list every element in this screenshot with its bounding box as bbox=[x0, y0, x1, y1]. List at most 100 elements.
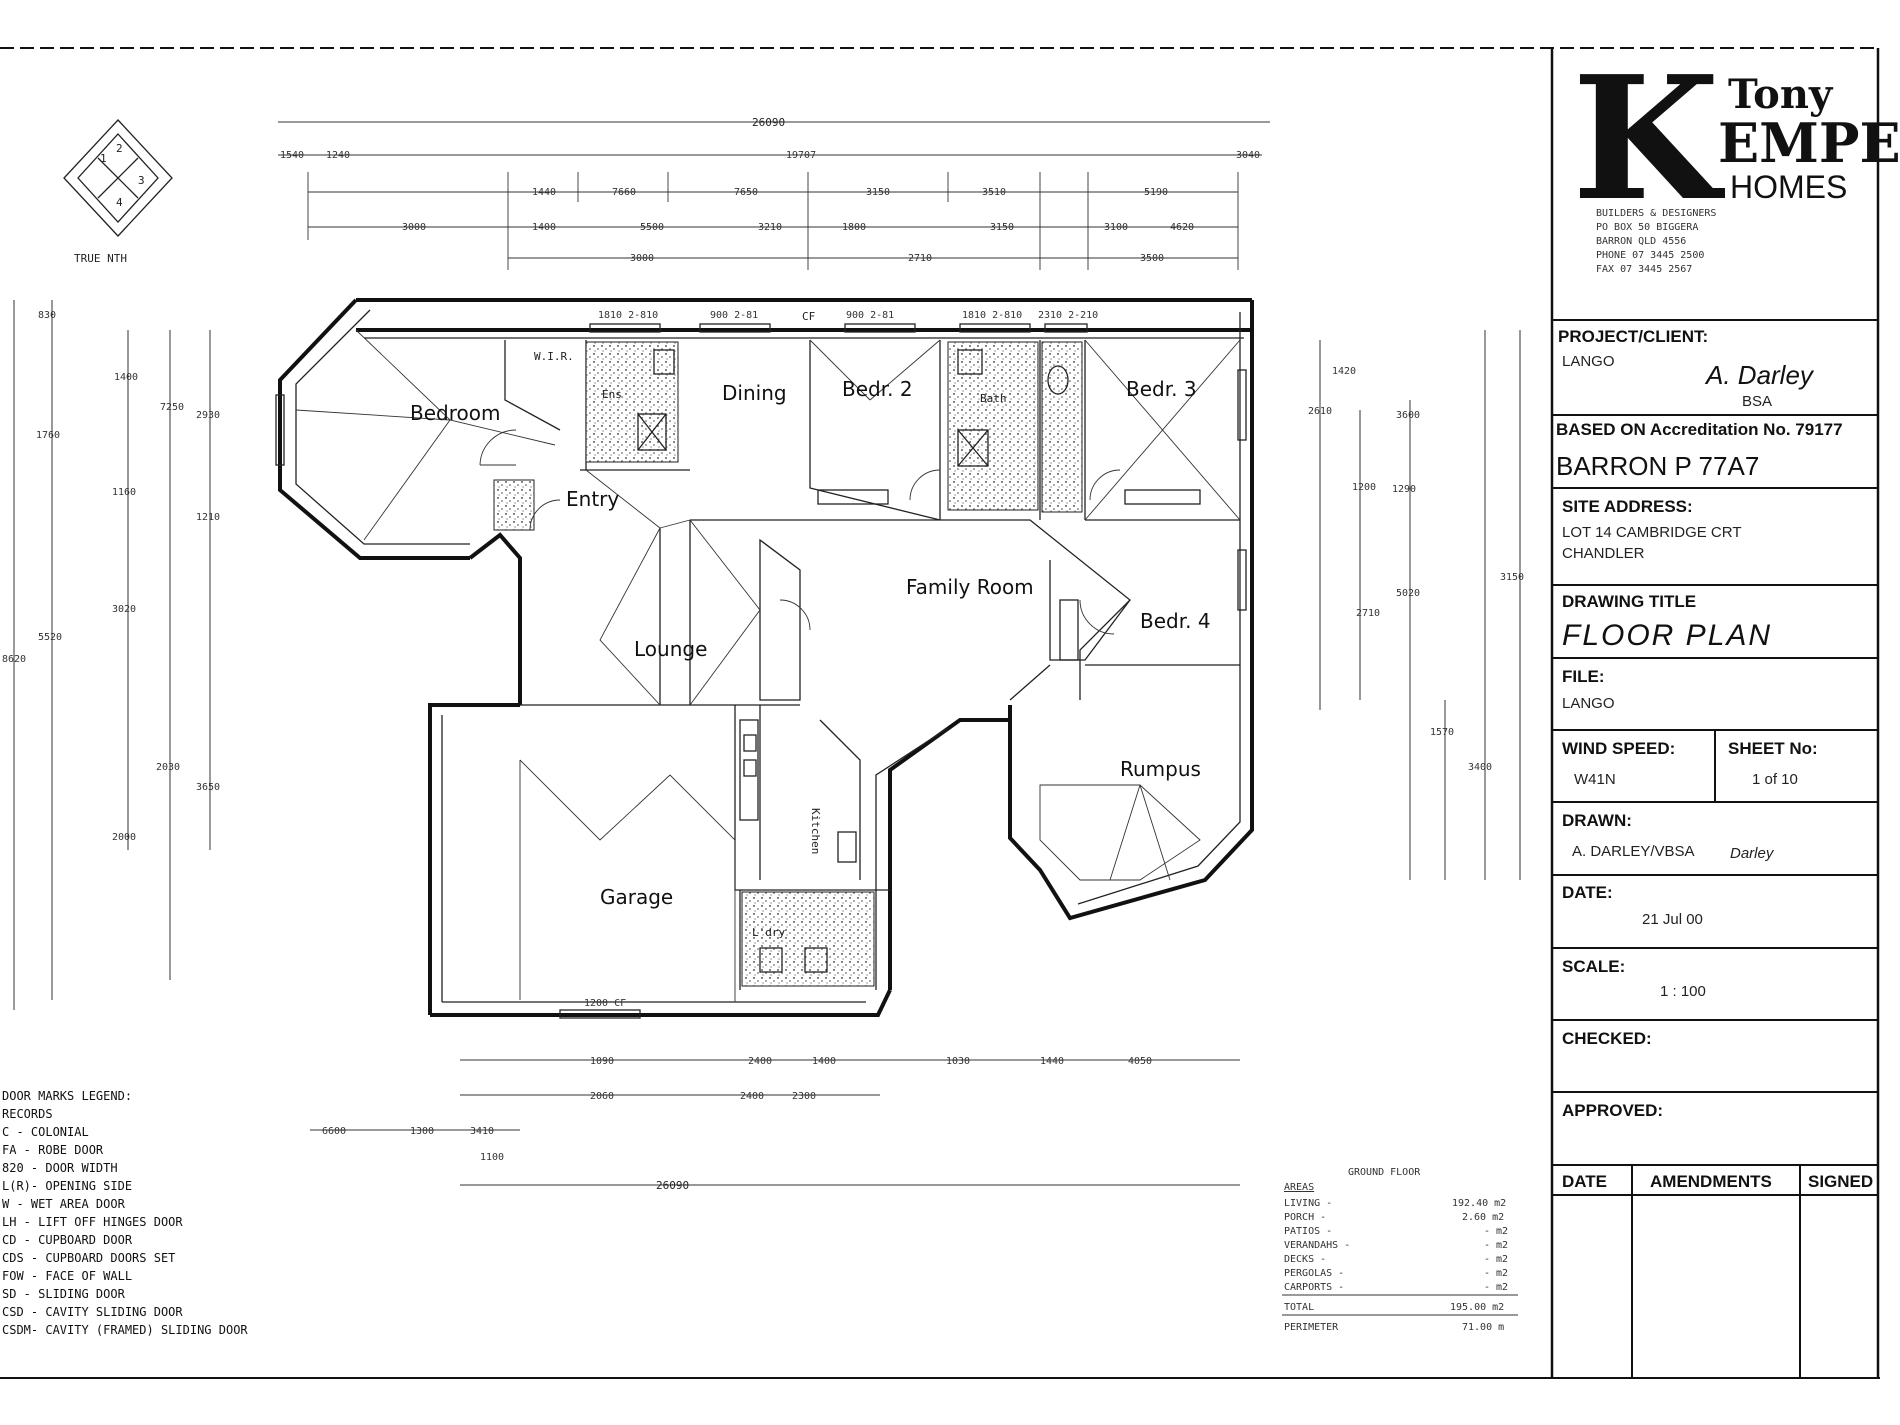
drawn-label: DRAWN: bbox=[1562, 811, 1632, 830]
dim-text: 3020 bbox=[112, 604, 136, 615]
dim-text: 3150 bbox=[990, 222, 1014, 233]
areas-title: AREAS bbox=[1284, 1182, 1314, 1193]
amend-col-date: DATE bbox=[1562, 1172, 1607, 1191]
top-dimensions: 26090 1540 1240 19707 3040 1440 7660 765… bbox=[278, 116, 1270, 270]
dim-text: 3000 bbox=[630, 253, 654, 264]
area-value: 2.60 m2 bbox=[1462, 1212, 1504, 1223]
areas-table: GROUND FLOOR AREAS LIVING - 192.40 m2 PO… bbox=[1282, 1167, 1518, 1333]
dim-text: 26090 bbox=[752, 116, 785, 129]
dim-text: 1210 bbox=[196, 512, 220, 523]
areas-heading: GROUND FLOOR bbox=[1348, 1167, 1421, 1178]
logo-k: K bbox=[1572, 39, 1725, 239]
window-label: 2310 2-210 bbox=[1038, 310, 1098, 321]
legend-item: CDS - CUPBOARD DOORS SET bbox=[2, 1251, 175, 1265]
logo-homes: HOMES bbox=[1730, 169, 1847, 205]
dim-text: 3400 bbox=[1468, 762, 1492, 773]
garage-door-label: 1200 CF bbox=[584, 998, 626, 1009]
date-value: 21 Jul 00 bbox=[1642, 911, 1703, 928]
area-label: PORCH - bbox=[1284, 1212, 1326, 1223]
company-logo: Tony K EMPE HOMES BUILDERS & DESIGNERS P… bbox=[1572, 39, 1900, 275]
area-label: PATIOS - bbox=[1284, 1226, 1332, 1237]
amend-col-signed: SIGNED bbox=[1808, 1172, 1873, 1191]
dim-text: 7650 bbox=[734, 187, 758, 198]
dim-text: 2300 bbox=[792, 1091, 816, 1102]
window-label: 900 2-81 bbox=[846, 310, 894, 321]
room-label-ensuite: Ens bbox=[602, 388, 622, 401]
dim-text: 3650 bbox=[196, 782, 220, 793]
legend-item: CSD - CAVITY SLIDING DOOR bbox=[2, 1305, 183, 1319]
company-line: PHONE 07 3445 2500 bbox=[1596, 250, 1704, 261]
drawn-value: A. DARLEY/VBSA bbox=[1572, 843, 1695, 860]
room-partitions bbox=[295, 329, 1241, 1002]
dim-text: 2610 bbox=[1308, 406, 1332, 417]
legend-item: FOW - FACE OF WALL bbox=[2, 1269, 132, 1283]
dim-text: 1290 bbox=[1392, 484, 1416, 495]
legend-item: L(R)- OPENING SIDE bbox=[2, 1179, 132, 1193]
legend-item: W - WET AREA DOOR bbox=[2, 1197, 126, 1211]
dim-text: 3210 bbox=[758, 222, 782, 233]
north-compass: 1 2 3 4 TRUE NTH bbox=[63, 119, 173, 265]
company-line: BUILDERS & DESIGNERS bbox=[1596, 208, 1716, 219]
drawing-title-value: FLOOR PLAN bbox=[1562, 619, 1772, 652]
dim-text: 1400 bbox=[812, 1056, 836, 1067]
window-label: CF bbox=[802, 310, 815, 323]
room-label-bed3: Bedr. 3 bbox=[1126, 377, 1197, 401]
client-signature-sub: BSA bbox=[1742, 393, 1772, 410]
window-label: 1810 2-810 bbox=[962, 310, 1022, 321]
dim-text: 2710 bbox=[1356, 608, 1380, 619]
dim-text: 1800 bbox=[842, 222, 866, 233]
door-marks-legend: DOOR MARKS LEGEND: RECORDS C - COLONIAL … bbox=[2, 1089, 248, 1337]
company-details: BUILDERS & DESIGNERS PO BOX 50 BIGGERA B… bbox=[1596, 208, 1716, 275]
project-label: PROJECT/CLIENT: bbox=[1558, 327, 1708, 346]
house-outline bbox=[278, 298, 1254, 1017]
based-on-value: BARRON P 77A7 bbox=[1556, 451, 1759, 481]
logo-tony: Tony bbox=[1728, 71, 1834, 118]
area-label: TOTAL bbox=[1284, 1302, 1314, 1313]
title-block: Tony K EMPE HOMES BUILDERS & DESIGNERS P… bbox=[1552, 39, 1900, 1378]
approved-label: APPROVED: bbox=[1562, 1101, 1663, 1120]
dim-text: 4620 bbox=[1170, 222, 1194, 233]
company-line: FAX 07 3445 2567 bbox=[1596, 264, 1692, 275]
compass-number: 3 bbox=[138, 174, 145, 187]
area-label: PERGOLAS - bbox=[1284, 1268, 1344, 1279]
dim-text: 3410 bbox=[470, 1126, 494, 1137]
scale-value: 1 : 100 bbox=[1660, 983, 1706, 1000]
compass-number: 4 bbox=[116, 196, 123, 209]
wind-speed-label: WIND SPEED: bbox=[1562, 739, 1675, 758]
right-dimensions bbox=[1319, 330, 1521, 880]
client-signature: A. Darley bbox=[1704, 360, 1815, 390]
room-label-dining: Dining bbox=[722, 381, 787, 405]
legend-item: CSDM- CAVITY (FRAMED) SLIDING DOOR bbox=[2, 1323, 248, 1337]
dim-text: 1160 bbox=[112, 487, 136, 498]
dim-text: 1440 bbox=[1040, 1056, 1064, 1067]
dim-text: 4050 bbox=[1128, 1056, 1152, 1067]
file-label: FILE: bbox=[1562, 667, 1605, 686]
logo-empe: EMPE bbox=[1718, 111, 1900, 175]
area-value: - m2 bbox=[1484, 1226, 1508, 1237]
room-label-kitchen: Kitchen bbox=[809, 808, 822, 854]
legend-item: SD - SLIDING DOOR bbox=[2, 1287, 126, 1301]
dim-text: 3100 bbox=[1104, 222, 1128, 233]
window-label: 900 2-81 bbox=[710, 310, 758, 321]
area-value: - m2 bbox=[1484, 1254, 1508, 1265]
window-labels: 1810 2-810 900 2-81 CF 900 2-81 1810 2-8… bbox=[598, 310, 1098, 323]
dim-text: 3510 bbox=[982, 187, 1006, 198]
dim-text: 3150 bbox=[1500, 572, 1524, 583]
dim-text: 1400 bbox=[532, 222, 556, 233]
dim-text: 3150 bbox=[866, 187, 890, 198]
legend-item: CD - CUPBOARD DOOR bbox=[2, 1233, 133, 1247]
based-on-label: BASED ON Accreditation No. 79177 bbox=[1556, 420, 1843, 439]
area-value: - m2 bbox=[1484, 1240, 1508, 1251]
area-label: VERANDAHS - bbox=[1284, 1240, 1350, 1251]
area-label: LIVING - bbox=[1284, 1198, 1332, 1209]
dim-text: 3500 bbox=[1140, 253, 1164, 264]
dim-text: 5190 bbox=[1144, 187, 1168, 198]
amend-col-amendments: AMENDMENTS bbox=[1650, 1172, 1772, 1191]
dim-text: 1420 bbox=[1332, 366, 1356, 377]
dim-text: 1240 bbox=[326, 150, 350, 161]
site-address-label: SITE ADDRESS: bbox=[1562, 497, 1693, 516]
sheet-value: 1 of 10 bbox=[1752, 771, 1798, 788]
dim-text: 1090 bbox=[590, 1056, 614, 1067]
area-value: - m2 bbox=[1484, 1282, 1508, 1293]
file-value: LANGO bbox=[1562, 695, 1615, 712]
